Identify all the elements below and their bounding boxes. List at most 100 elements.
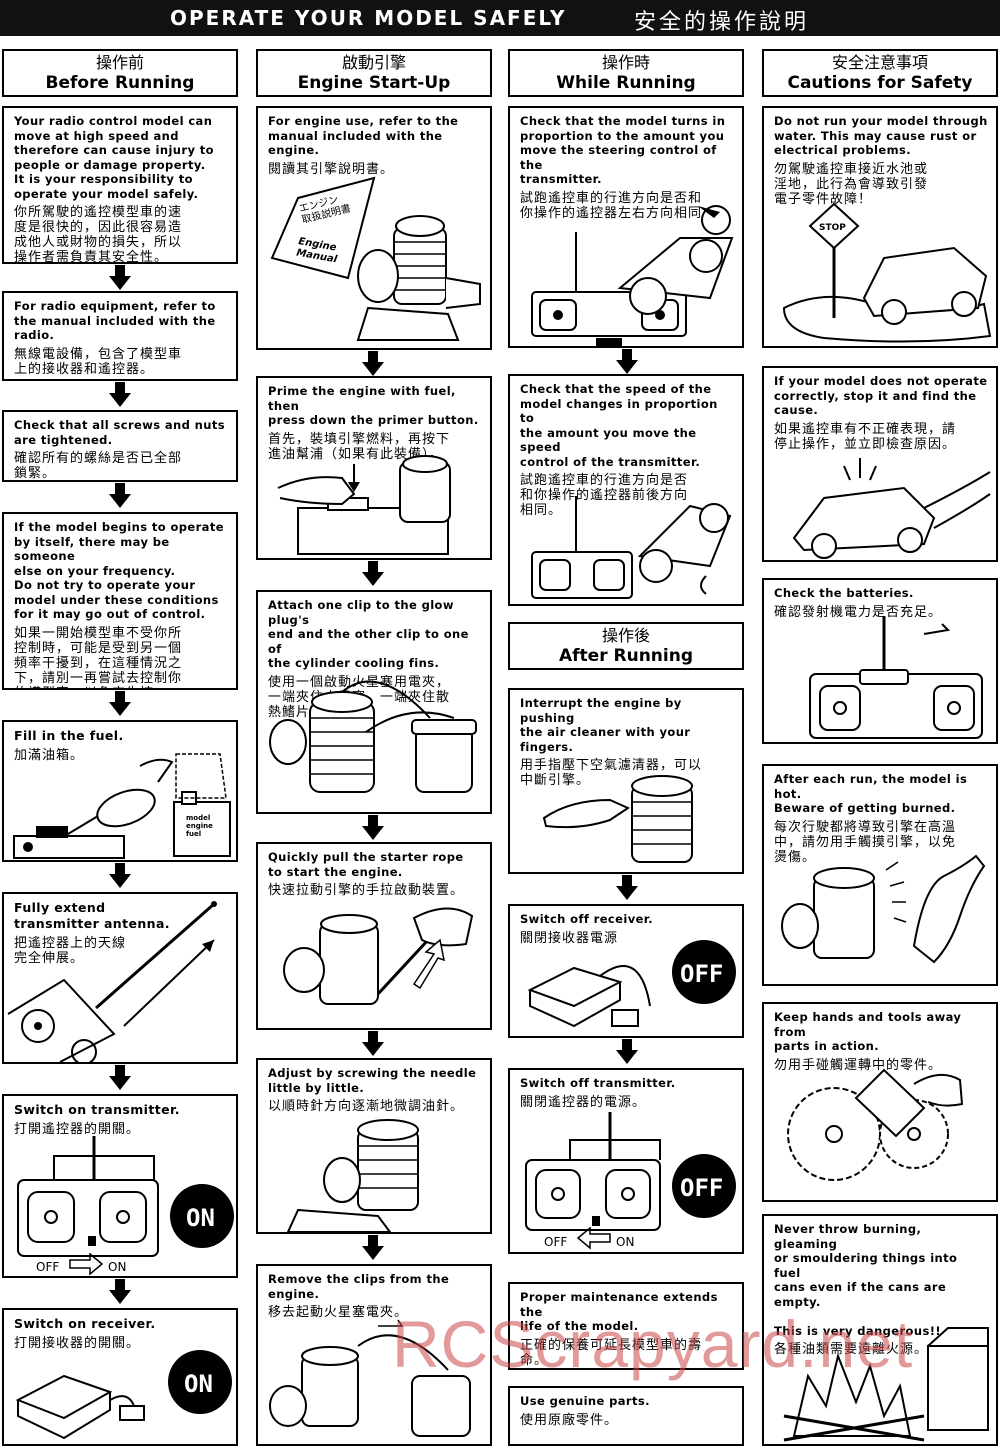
after-step-text-zh: 關閉接收器電源 — [520, 930, 619, 946]
startup-step-adjust-needle: Adjust by screwing the needle little by … — [256, 1058, 492, 1234]
startup-step-attach-clip: Attach one clip to the glow plug's end a… — [256, 590, 492, 814]
after-step-switch-off-transmitter: Switch off transmitter. 關閉遙控器的電源。 OFF ON… — [508, 1068, 744, 1254]
caution-no-water: Do not run your model through water. Thi… — [762, 106, 998, 348]
transmitter-on-illustration: OFF ON ON — [17, 1136, 234, 1276]
no-water-illustration: STOP — [782, 202, 992, 343]
startup-step-prime-engine: Prime the engine with fuel, then press d… — [256, 376, 492, 560]
before-step-text-en: For radio equipment, refer to the manual… — [14, 299, 216, 342]
prime-engine-illustration — [277, 455, 451, 555]
before-step-responsibility: Your radio control model can move at hig… — [2, 106, 238, 264]
startup-step-text-zh: 閱讀其引擎說明書。 — [268, 161, 395, 177]
caution-text-zh: 勿用手碰觸運轉中的零件。 — [774, 1057, 943, 1073]
before-step-text-zh: 你所駕駛的遙控模型車的速 度是很快的，因此很容易造 成他人或財物的損失，所以 操… — [14, 205, 183, 264]
while-step-text-zh: 試跑遙控車的行進方向是否 和你操作的遙控器前後方向 相同。 — [520, 473, 689, 518]
before-step-text-en: Your radio control model can move at hig… — [14, 114, 214, 201]
header-cautions-en: Cautions for Safety — [787, 73, 973, 93]
caution-text-en: Never throw burning, gleaming or smoulde… — [774, 1222, 958, 1338]
caution-moving-parts: Keep hands and tools away from parts in … — [762, 1002, 998, 1202]
startup-step-text-zh: 移去起動火星塞電夾。 — [268, 1305, 409, 1320]
flow-arrow-down — [109, 265, 131, 291]
header-after-en: After Running — [558, 646, 693, 666]
moving-parts-illustration — [787, 1068, 964, 1181]
off-badge: OFF — [680, 1174, 723, 1202]
startup-step-text-zh: 首先，裝填引擎燃料，再按下 進油幫浦（如果有此裝備）。 — [268, 431, 451, 462]
header-engine-startup: 啟動引擎 Engine Start-Up — [256, 49, 492, 97]
before-step-text-en: Switch on transmitter. — [14, 1102, 180, 1117]
banner-title-zh: 安全的操作說明 — [634, 10, 810, 35]
after-step-text-en: Interrupt the engine by pushing the air … — [520, 696, 691, 754]
caution-check-batteries: Check the batteries. 確認發射機電力是否充足。 — [762, 578, 998, 744]
header-cautions: 安全注意事項 Cautions for Safety — [762, 49, 998, 97]
before-step-text-en: Switch on receiver. — [14, 1316, 156, 1331]
off-badge: OFF — [680, 960, 723, 988]
after-step-text-en: Use genuine parts. — [520, 1394, 650, 1408]
battery-check-illustration — [809, 616, 983, 739]
before-step-text-en: Fill in the fuel. — [14, 728, 124, 743]
while-step-text-en: Check that the speed of the model change… — [520, 382, 718, 469]
needle-adjust-illustration — [286, 1119, 419, 1232]
startup-step-pull-starter: Quickly pull the starter rope to start t… — [256, 842, 492, 1030]
watermark: RCScrapyard.net — [392, 1307, 914, 1381]
fuel-fire-illustration — [783, 1327, 989, 1442]
pull-starter-illustration — [283, 907, 474, 1005]
antenna-illustration — [7, 901, 217, 1062]
speed-check-illustration — [531, 496, 732, 599]
caution-hot-engine: After each run, the model is hot. Beware… — [762, 764, 998, 986]
before-step-switch-on-transmitter: Switch on transmitter. 打開遙控器的開關。 OFF ON … — [2, 1094, 238, 1278]
after-step-text-zh: 正確的保養可延長模型車的壽 命。 — [520, 1337, 703, 1368]
startup-step-text-zh: 快速拉動引擎的手拉啟動裝置。 — [268, 883, 465, 898]
startup-step-text-en: Quickly pull the starter rope to start t… — [268, 850, 464, 879]
before-step-text-zh: 打開接收器的開關。 — [14, 1336, 141, 1351]
stop-fault-illustration — [792, 458, 991, 559]
startup-step-engine-manual: For engine use, refer to the manual incl… — [256, 106, 492, 350]
startup-step-remove-clips: Remove the clips from the engine. 移去起動火星… — [256, 1264, 492, 1446]
off-label: OFF — [36, 1260, 59, 1274]
startup-step-text-en: Adjust by screwing the needle little by … — [268, 1066, 477, 1095]
startup-step-text-en: For engine use, refer to the manual incl… — [268, 114, 459, 157]
on-badge: ON — [186, 1204, 215, 1232]
flow-arrow-down — [109, 1065, 131, 1091]
header-before-zh: 操作前 — [95, 53, 144, 72]
flow-arrow-down — [362, 561, 384, 587]
flow-arrow-down — [109, 863, 131, 889]
header-startup-en: Engine Start-Up — [297, 73, 451, 93]
after-step-text-zh: 用手指壓下空氣濾清器，可以 中斷引擎。 — [520, 758, 703, 788]
before-step-frequency: If the model begins to operate by itself… — [2, 512, 238, 690]
while-step-text-en: Check that the model turns in proportion… — [520, 114, 726, 186]
flow-arrow-down — [109, 483, 131, 509]
receiver-off-illustration: OFF — [527, 940, 736, 1028]
after-step-text-en: Switch off transmitter. — [520, 1076, 676, 1090]
caution-text-zh: 各種油類需要遠離火源。 — [774, 1342, 929, 1357]
before-step-text-en: Fully extend transmitter antenna. — [14, 900, 170, 931]
steering-check-illustration — [531, 205, 734, 346]
on-label: ON — [616, 1235, 634, 1249]
on-badge: ON — [184, 1370, 213, 1398]
caution-text-zh: 如果遙控車有不正確表現，請 停止操作，並立即檢查原因。 — [774, 421, 957, 452]
before-step-text-zh: 打開遙控器的開關。 — [14, 1122, 141, 1137]
hot-engine-illustration — [781, 854, 986, 964]
caution-fuel-fire: Never throw burning, gleaming or smoulde… — [762, 1214, 998, 1446]
after-step-text-zh: 關閉遙控器的電源。 — [520, 1094, 647, 1110]
before-step-text-zh: 把遙控器上的天線 完全伸展。 — [14, 936, 127, 966]
header-startup-zh: 啟動引擎 — [341, 53, 406, 72]
flow-arrow-down — [362, 1031, 384, 1057]
interrupt-engine-illustration — [542, 775, 693, 863]
while-step-text-zh: 試跑遙控車的行進方向是否和 你操作的遙控器左右方向相同。 — [520, 190, 717, 221]
startup-step-text-en: Prime the engine with fuel, then press d… — [268, 384, 479, 427]
after-step-interrupt-engine: Interrupt the engine by pushing the air … — [508, 688, 744, 874]
header-before-en: Before Running — [45, 73, 195, 93]
header-while-en: While Running — [556, 73, 696, 93]
text-line: engine — [186, 822, 213, 830]
flow-arrow-down — [616, 1039, 638, 1065]
remove-clips-illustration — [269, 1319, 471, 1437]
before-step-text-zh: 確認所有的螺絲是否已全部 鎖緊。 — [14, 451, 183, 481]
banner-title-en: OPERATE YOUR MODEL SAFELY — [170, 6, 567, 30]
flow-arrow-down — [109, 1279, 131, 1305]
before-step-radio-manual: For radio equipment, refer to the manual… — [2, 291, 238, 381]
transmitter-off-illustration: OFF ON OFF — [525, 1112, 736, 1250]
startup-step-text-en: Attach one clip to the glow plug's end a… — [268, 598, 469, 670]
caution-text-en: Do not run your model through water. Thi… — [774, 114, 988, 157]
